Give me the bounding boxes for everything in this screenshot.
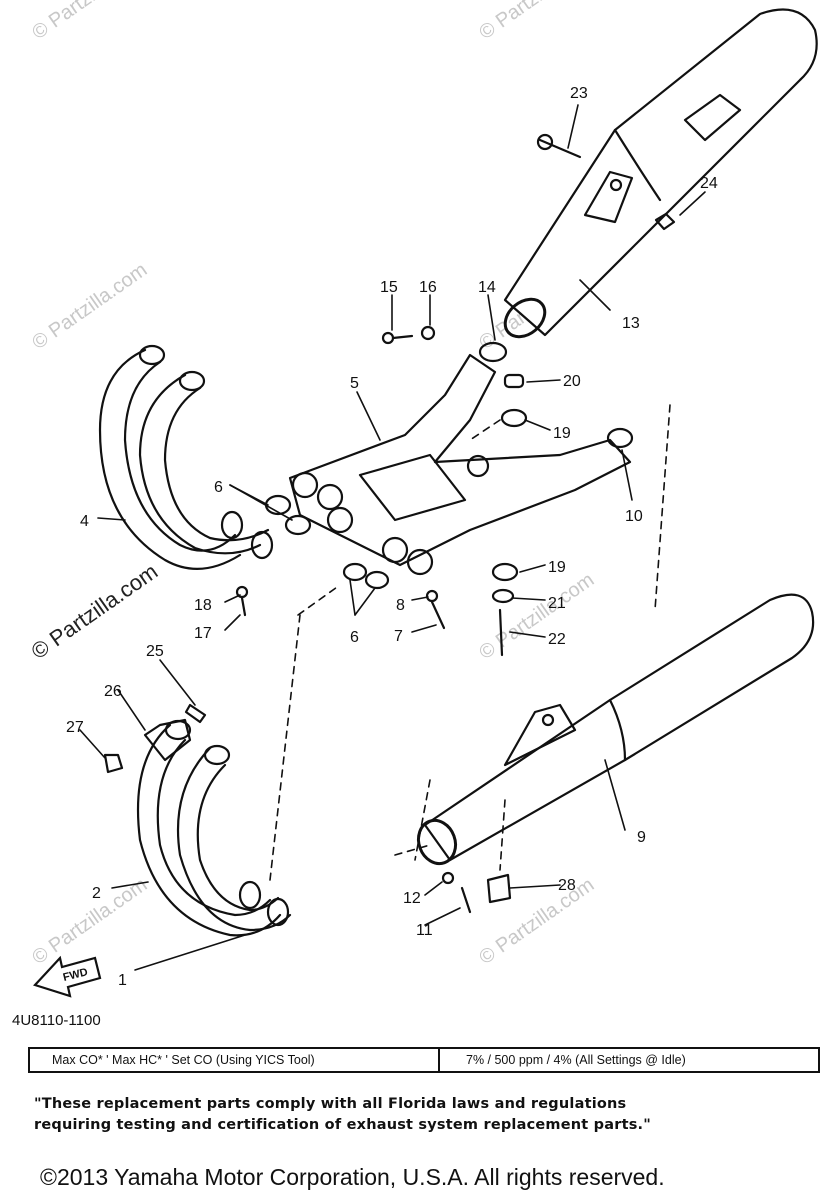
callout-number: 11 xyxy=(416,922,433,939)
exhaust-pipe-upper xyxy=(98,344,274,570)
callout-number: 17 xyxy=(194,625,212,642)
exhaust-pipe-lower xyxy=(136,719,292,937)
callout-number: 25 xyxy=(146,643,164,660)
callout-number: 20 xyxy=(563,373,581,390)
callout-number: 19 xyxy=(548,559,566,576)
callout-number: 9 xyxy=(637,829,646,846)
callout-number: 1 xyxy=(118,972,127,989)
callout-number: 4 xyxy=(80,513,89,530)
watermark: © Partzilla.com xyxy=(28,259,151,354)
watermark: © Partzilla.com xyxy=(475,569,598,664)
callout-number: 12 xyxy=(403,890,421,907)
callout-number: 26 xyxy=(104,683,122,700)
callout-number: 19 xyxy=(553,425,571,442)
crossover-pipe xyxy=(288,353,632,576)
fwd-arrow: FWD xyxy=(33,955,102,998)
watermark: © Partzilla.com xyxy=(28,0,151,44)
watermark: © Partzilla.com xyxy=(475,874,598,969)
watermark: © Partzilla.com xyxy=(27,559,163,665)
callout-number: 6 xyxy=(214,479,223,496)
callout-number: 28 xyxy=(558,877,576,894)
emissions-spec-table: Max CO* ' Max HC* ' Set CO (Using YICS T… xyxy=(28,1047,820,1073)
callout-number: 14 xyxy=(478,279,496,296)
callout-number: 22 xyxy=(548,631,566,648)
muffler-upper xyxy=(503,8,818,339)
callout-number: 6 xyxy=(350,629,359,646)
callout-number: 15 xyxy=(380,279,398,296)
watermark: © Partzilla.com xyxy=(475,0,598,44)
callout-number: 27 xyxy=(66,719,84,736)
callout-number: 8 xyxy=(396,597,405,614)
muffler-lower xyxy=(416,593,815,866)
guide-lines xyxy=(269,404,671,881)
callout-number: 2 xyxy=(92,885,101,902)
fwd-label: FWD xyxy=(62,966,89,984)
callout-number: 13 xyxy=(622,315,640,332)
exhaust-parts-diagram: © Partzilla.com © Partzilla.com © Partzi… xyxy=(27,0,818,998)
callout-number: 7 xyxy=(394,628,403,645)
spec-label-cell: Max CO* ' Max HC* ' Set CO (Using YICS T… xyxy=(30,1049,440,1071)
callout-number: 18 xyxy=(194,597,212,614)
callout-numbers: 1 2 4 5 6 6 7 8 9 10 11 12 13 14 15 16 1… xyxy=(66,85,718,989)
watermark: © Partzilla.com xyxy=(28,874,151,969)
copyright-notice: ©2013 Yamaha Motor Corporation, U.S.A. A… xyxy=(40,1164,665,1190)
spec-value-cell: 7% / 500 ppm / 4% (All Settings @ Idle) xyxy=(466,1053,686,1067)
compliance-note: "These replacement parts comply with all… xyxy=(34,1096,652,1133)
diagram-code: 4U8110-1100 xyxy=(12,1012,101,1029)
callout-number: 24 xyxy=(700,175,718,192)
callout-number: 5 xyxy=(350,375,359,392)
callout-number: 10 xyxy=(625,508,643,525)
callout-number: 23 xyxy=(570,85,588,102)
callout-number: 16 xyxy=(419,279,437,296)
hardware xyxy=(103,133,676,914)
callout-number: 21 xyxy=(548,595,566,612)
leader-lines xyxy=(79,104,706,971)
